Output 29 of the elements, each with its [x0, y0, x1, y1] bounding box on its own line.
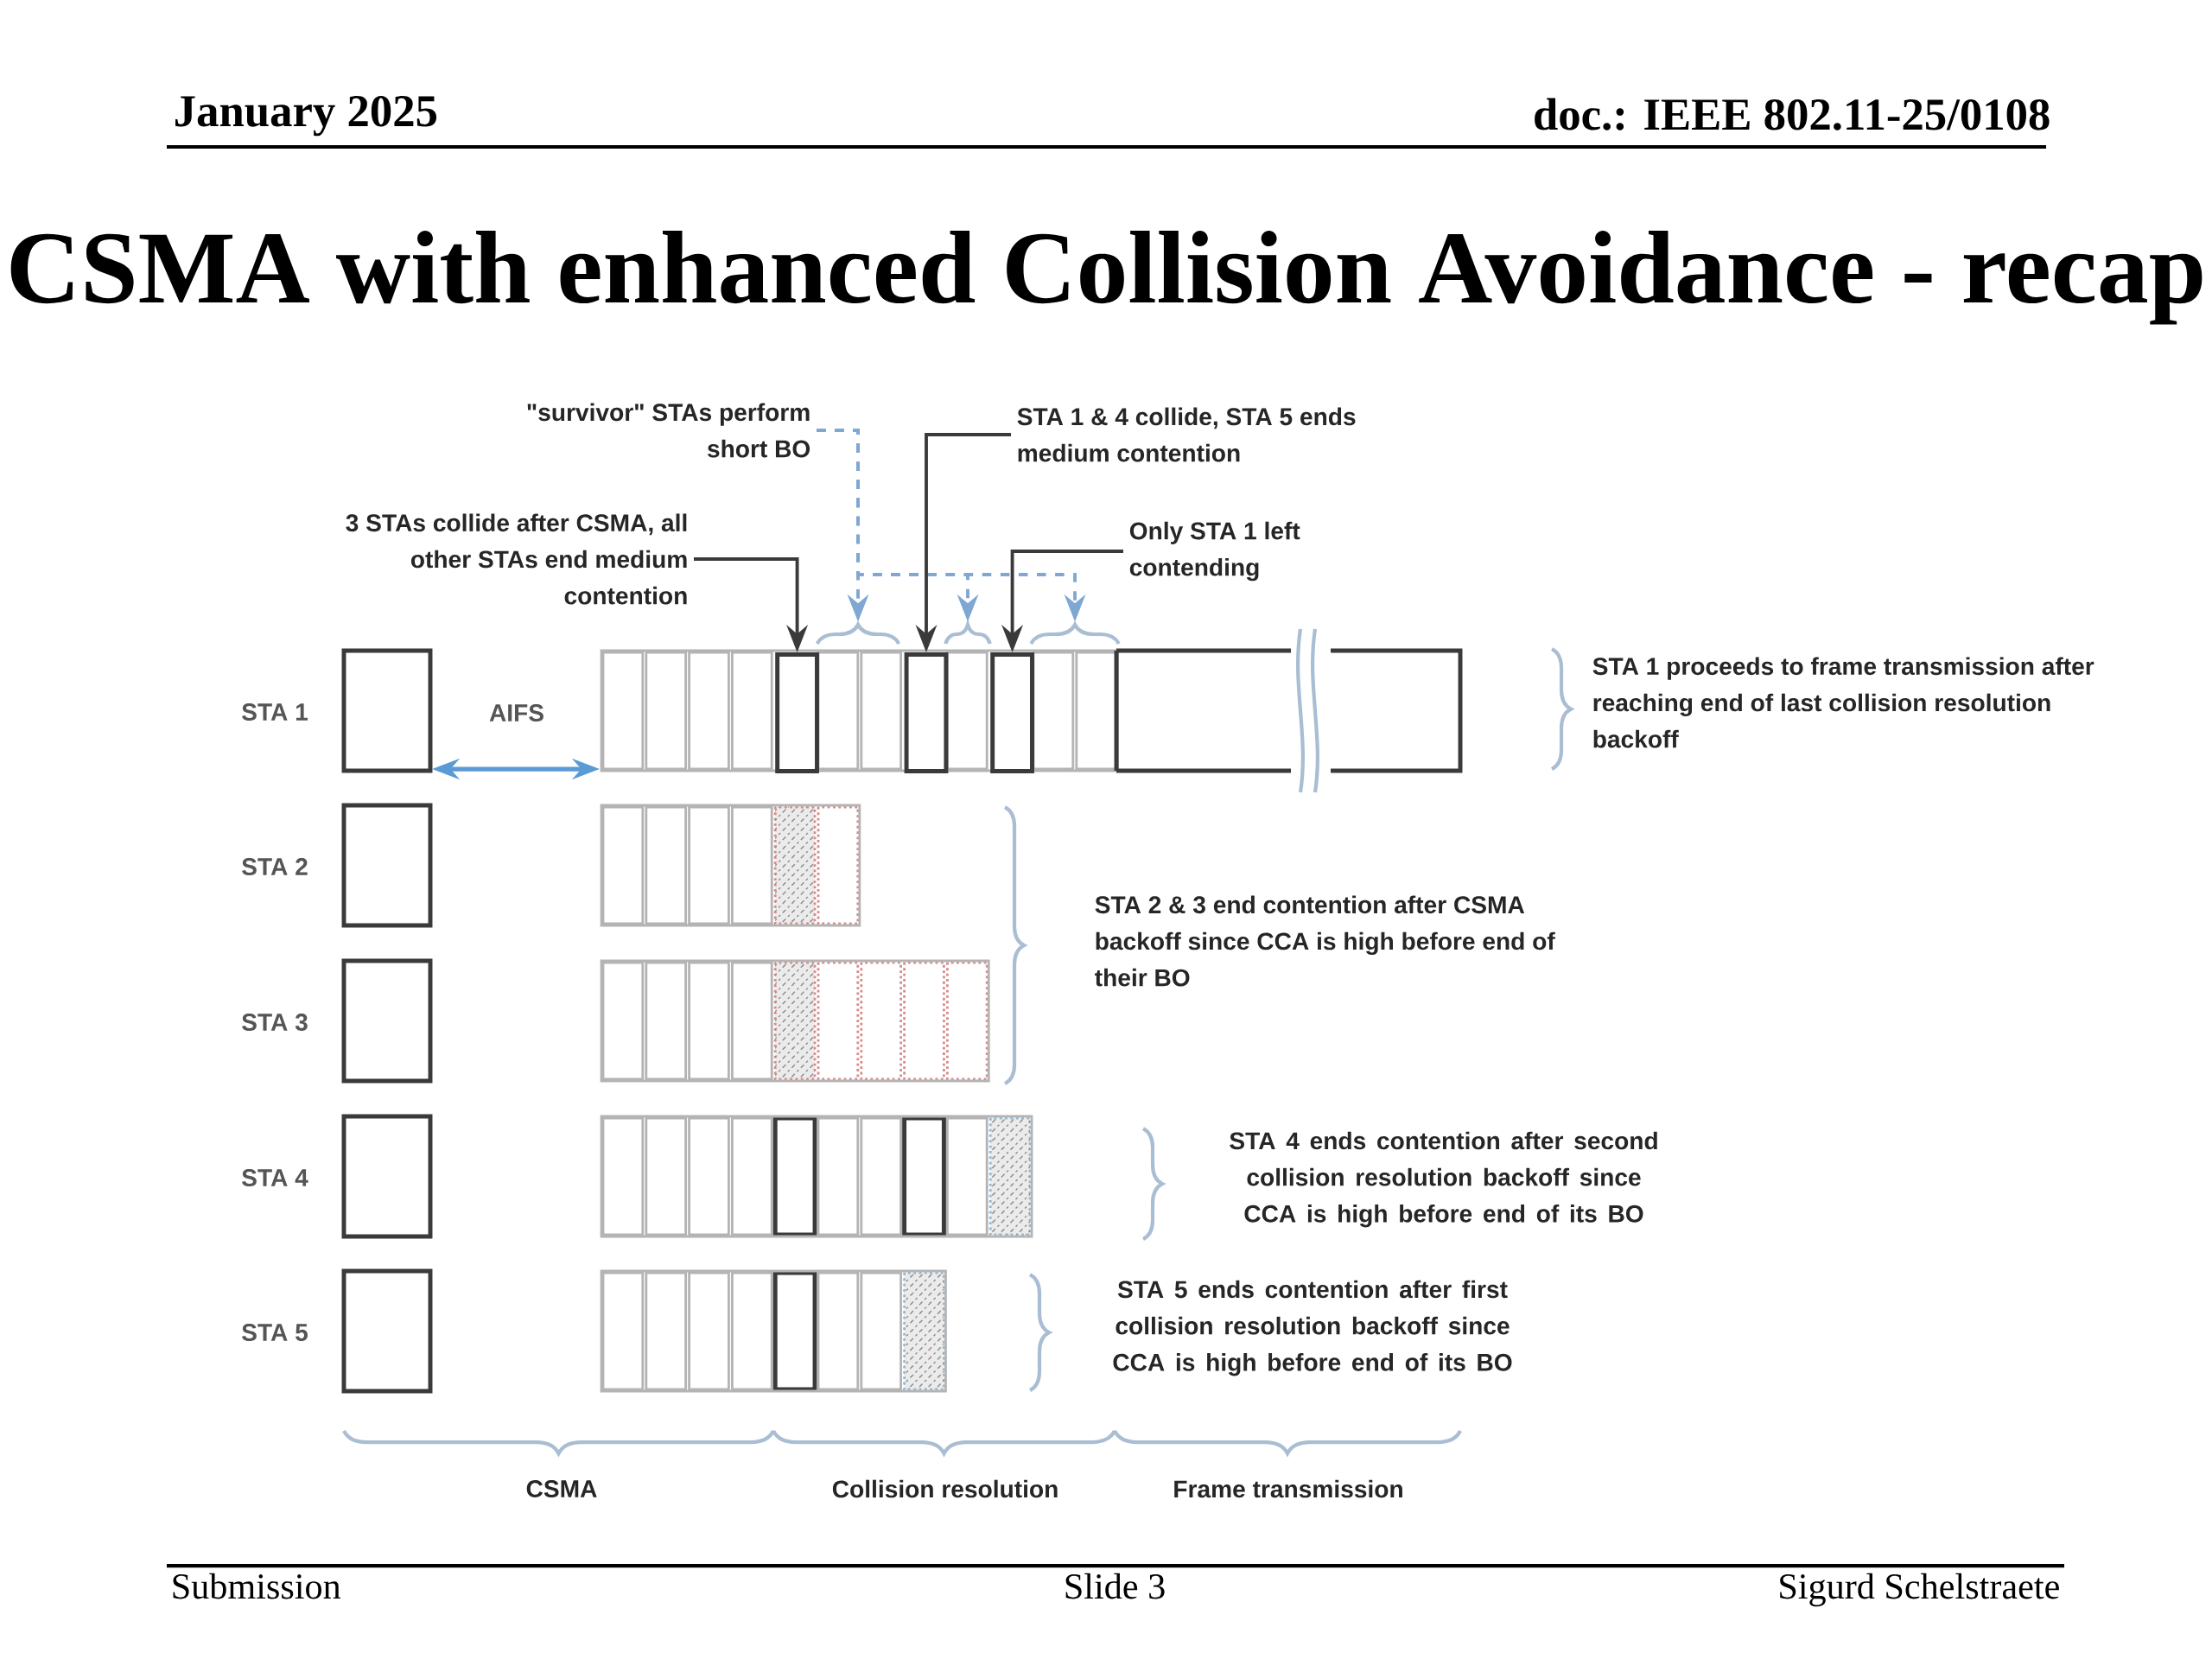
footer-text: Slide 3 — [1065, 1573, 1165, 1599]
phase-label: Frame transmission — [1174, 1479, 1402, 1498]
brace — [944, 622, 992, 645]
backoff-slot — [775, 652, 819, 773]
dimension-label: AIFS — [489, 704, 543, 721]
note-text: STA 5 ends contention after first collision resolution backoff since CCA is high before end of its BO — [1113, 1280, 1512, 1376]
backoff-slot — [990, 652, 1034, 773]
row-label: STA 3 — [242, 1014, 308, 1031]
annotation-text: STA 1 & 4 collide, STA 5 ends medium contention — [1017, 407, 1356, 462]
backoff-slot — [904, 652, 949, 773]
title: CSMA with enhanced Collision Avoidance - recap — [10, 231, 2202, 325]
note-text: STA 1 proceeds to frame transmission after reaching end of last collision resolution backoff — [1592, 657, 2094, 748]
row-label: STA 1 — [242, 703, 308, 721]
annotation-text: "survivor" STAs perform short BO — [527, 403, 810, 458]
row-label: STA 5 — [242, 1324, 308, 1341]
header-text: doc.: IEEE 802.11-25/0108 — [1535, 98, 2050, 130]
phase-label: CSMA — [526, 1480, 597, 1497]
row-label: STA 2 — [242, 858, 308, 875]
annotation-text: Only STA 1 left contending — [1129, 521, 1300, 582]
brace — [1029, 622, 1121, 645]
brace — [816, 622, 901, 645]
row-label: STA 4 — [242, 1169, 308, 1186]
footer-text: Submission — [173, 1573, 341, 1599]
annotation-text: 3 STAs collide after CSMA, all other STAs end medium contention — [346, 513, 687, 605]
note-text: STA 4 ends contention after second collision resolution backoff since CCA is high before end of its BO — [1230, 1131, 1657, 1228]
header-text: January 2025 — [175, 95, 437, 137]
footer-text: Sigurd Schelstraete — [1780, 1573, 2059, 1607]
phase-label: Collision resolution — [832, 1479, 1058, 1498]
note-text: STA 2 & 3 end contention after CSMA backoff since CCA is high before end of their BO — [1095, 895, 1555, 987]
